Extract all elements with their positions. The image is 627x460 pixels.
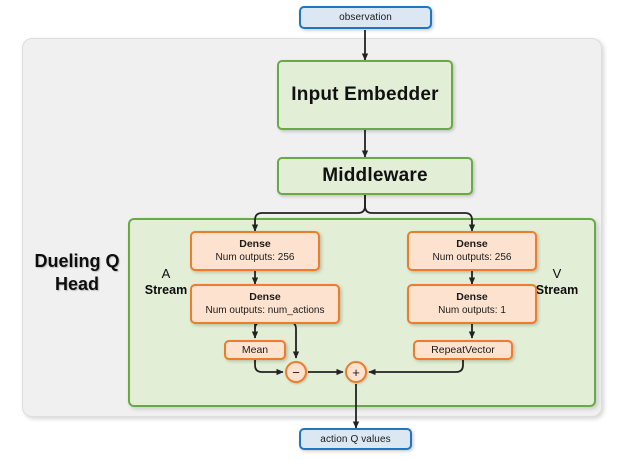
input-node-observation[interactable]: observation: [299, 6, 432, 29]
a-stream-dense-num-actions-title: Dense: [249, 291, 281, 303]
output-node-label: action Q values: [320, 433, 391, 445]
a-stream-dense-num-actions[interactable]: Dense Num outputs: num_actions: [190, 284, 340, 324]
a-stream-dense-256-title: Dense: [239, 238, 271, 250]
v-stream-dense-256[interactable]: Dense Num outputs: 256: [407, 231, 537, 271]
dueling-q-head-label-line2: Head: [54, 274, 99, 294]
input-node-label: observation: [339, 12, 392, 23]
a-stream-word: Stream: [144, 283, 188, 297]
stage-input-embedder[interactable]: Input Embedder: [277, 60, 453, 130]
v-stream-repeatvector-node[interactable]: RepeatVector: [413, 340, 513, 360]
a-stream-dense-num-actions-subtitle: Num outputs: num_actions: [205, 305, 325, 316]
a-stream-mean-label: Mean: [241, 343, 269, 356]
v-stream-dense-1-subtitle: Num outputs: 1: [438, 305, 506, 316]
a-stream-mean-node[interactable]: Mean: [224, 340, 286, 360]
dueling-q-head-label-line1: Dueling Q: [34, 251, 120, 271]
v-stream-dense-1-title: Dense: [456, 291, 488, 303]
v-stream-label: V Stream: [527, 266, 587, 298]
a-stream-dense-256-subtitle: Num outputs: 256: [215, 252, 295, 263]
a-stream-letter: A: [161, 266, 171, 281]
a-stream-label: A Stream: [138, 266, 194, 298]
a-stream-dense-256[interactable]: Dense Num outputs: 256: [190, 231, 320, 271]
subtract-operator-symbol: −: [292, 364, 300, 380]
add-operator-node[interactable]: +: [345, 361, 367, 383]
output-node-action-q-values[interactable]: action Q values: [299, 428, 412, 450]
v-stream-letter: V: [552, 266, 562, 281]
dueling-q-head-label: Dueling Q Head: [26, 250, 128, 296]
subtract-operator-node[interactable]: −: [285, 361, 307, 383]
v-stream-word: Stream: [535, 283, 579, 297]
v-stream-dense-1[interactable]: Dense Num outputs: 1: [407, 284, 537, 324]
v-stream-dense-256-title: Dense: [456, 238, 488, 250]
stage-input-embedder-label: Input Embedder: [291, 84, 439, 105]
add-operator-symbol: +: [352, 364, 360, 380]
stage-middleware-label: Middleware: [322, 165, 428, 186]
stage-middleware[interactable]: Middleware: [277, 157, 473, 195]
v-stream-dense-256-subtitle: Num outputs: 256: [432, 252, 512, 263]
v-stream-repeatvector-label: RepeatVector: [431, 343, 495, 356]
